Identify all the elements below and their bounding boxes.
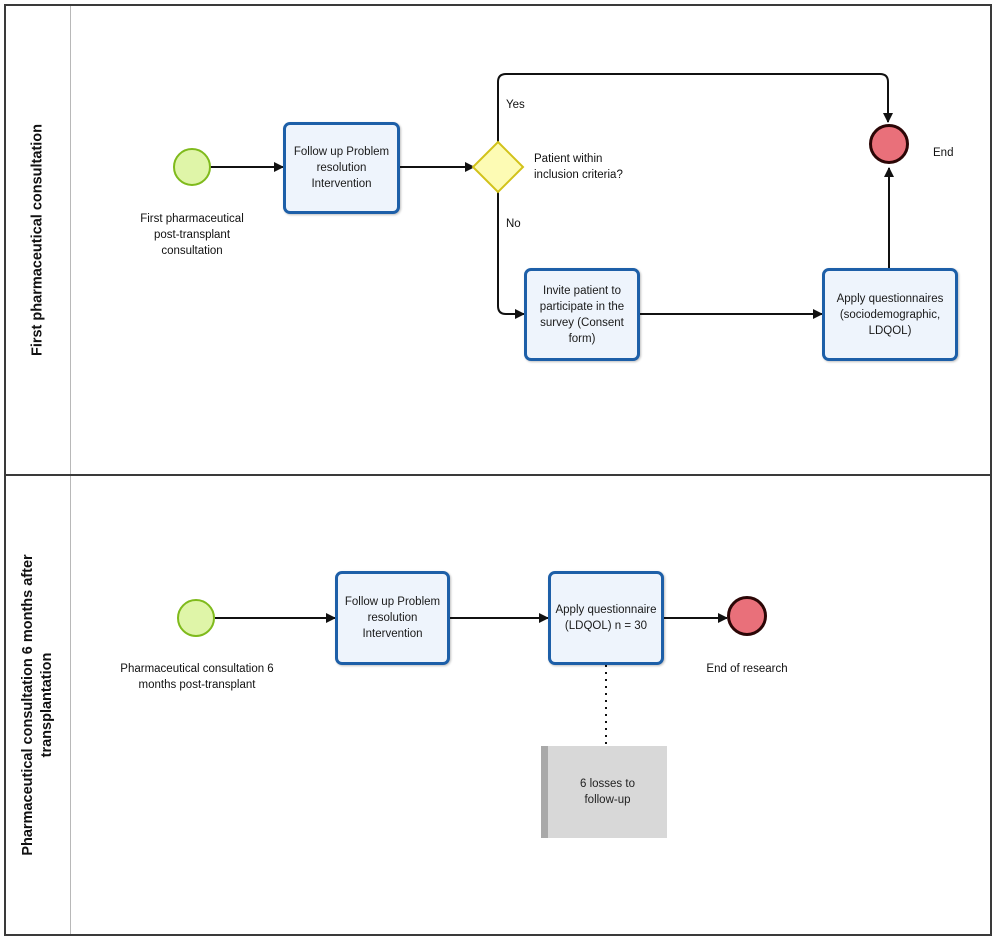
start-event-label: First pharmaceutical post-transplant con… <box>140 213 244 257</box>
task-invite-patient[interactable]: Invite patient to participate in the sur… <box>524 268 640 361</box>
task-label: Follow up Problem resolution Interventio… <box>293 146 390 190</box>
end-event[interactable] <box>869 124 909 164</box>
lane-header: First pharmaceutical consultation <box>6 6 71 474</box>
start-event[interactable] <box>177 599 215 637</box>
end-event-label: End of research <box>706 663 788 675</box>
text-annotation: 6 losses to follow-up <box>541 746 667 838</box>
start-event-label: Pharmaceutical consultation 6 months pos… <box>120 663 274 691</box>
task-label: Apply questionnaire (LDQOL) n = 30 <box>555 604 657 632</box>
task-apply-questionnaires[interactable]: Apply questionnaires (sociodemographic, … <box>822 268 958 361</box>
task-follow-up[interactable]: Follow up Problem resolution Interventio… <box>335 571 450 665</box>
task-label: Follow up Problem resolution Interventio… <box>344 596 441 640</box>
start-event[interactable] <box>173 148 211 186</box>
yes-label: Yes <box>506 99 525 111</box>
flow-gateway-no <box>497 192 525 319</box>
end-event[interactable] <box>727 596 767 636</box>
no-label: No <box>506 218 521 230</box>
lane-header: Pharmaceutical consultation 6 months aft… <box>6 476 71 934</box>
task-apply-questionnaire[interactable]: Apply questionnaire (LDQOL) n = 30 <box>548 571 664 665</box>
task-follow-up[interactable]: Follow up Problem resolution Interventio… <box>283 122 400 214</box>
flow-gateway-yes <box>497 73 893 142</box>
task-label: Invite patient to participate in the sur… <box>539 284 625 345</box>
end-event-label: End <box>933 147 954 159</box>
task-label: Apply questionnaires (sociodemographic, … <box>836 292 944 337</box>
annotation-text: 6 losses to follow-up <box>580 778 635 806</box>
lane-six-month-consultation: Pharmaceutical consultation 6 months aft… <box>4 474 992 936</box>
gateway-label: Patient within inclusion criteria? <box>534 153 623 181</box>
gateway-diamond <box>471 140 525 194</box>
